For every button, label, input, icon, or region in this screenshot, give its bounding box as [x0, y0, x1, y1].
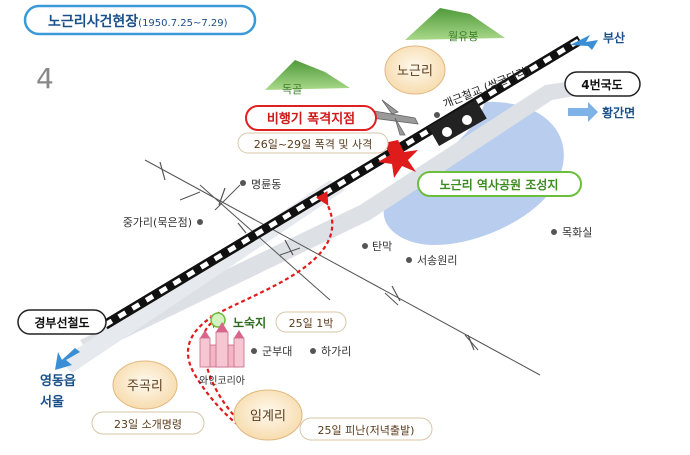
route-4-road — [80, 80, 580, 355]
label-imgyeri: 임계리 — [250, 409, 286, 424]
label-mokhwasil: 목화실 — [562, 226, 592, 239]
imgye-event-box — [299, 417, 433, 441]
camp-date-box — [275, 311, 347, 333]
mountain-right — [405, 8, 505, 40]
airstrike-box — [245, 105, 377, 131]
label-hwanggan: 황간면 — [602, 105, 635, 120]
label-airstrike-dates: 26일~29일 폭격 및 사격 — [254, 137, 373, 151]
castle-icon — [199, 322, 245, 368]
road-ticks — [159, 161, 475, 351]
twin-bridge — [428, 99, 487, 147]
park-box — [417, 171, 582, 197]
village-imgyeri — [233, 389, 303, 441]
village-nogeunri — [384, 45, 446, 95]
label-dokgol: 독골 — [282, 83, 302, 96]
arrow-busan-icon — [570, 35, 598, 50]
title-text: 노근리사건현장(1950.7.25~7.29) — [48, 13, 228, 30]
evacuation-route — [186, 190, 334, 431]
label-tanmak: 탄막 — [372, 240, 392, 253]
label-seoul: 서울 — [40, 394, 64, 410]
label-yeongdong: 영동읍 — [40, 373, 76, 389]
arrow-yeongdong-icon — [55, 348, 80, 370]
label-seoseungwonri: 서송원리 — [417, 254, 457, 267]
label-myeongnyun: 명륜동 — [251, 178, 281, 191]
explosion-icon — [378, 140, 418, 178]
gyeongbu-railway — [102, 35, 583, 330]
label-junggari: 중가리(묵은점) — [123, 216, 192, 229]
label-airstrike: 비행기 폭격지점 — [267, 111, 355, 127]
label-camp: 노숙지 — [233, 315, 266, 330]
gyeongbu-box — [17, 309, 107, 335]
place-dots — [197, 112, 557, 354]
label-gunbudae: 군부대 — [262, 345, 292, 358]
arrow-hwanggan-icon — [568, 102, 598, 122]
label-hagari: 하가리 — [321, 344, 351, 358]
label-winery: 와인코리아 — [199, 375, 245, 387]
label-route4: 4번국도 — [581, 77, 622, 92]
airstrike-dates-box — [237, 132, 389, 154]
label-camp-date: 25일 1박 — [289, 316, 334, 330]
route4-box — [564, 71, 641, 97]
label-jugok-event: 23일 소개명령 — [114, 417, 182, 431]
village-jugokri — [112, 360, 178, 410]
jugok-event-box — [91, 411, 205, 435]
title-box — [23, 4, 257, 36]
label-nogeunri: 노근리 — [397, 64, 433, 79]
mountain-left — [265, 60, 350, 90]
page-number: 4 — [36, 62, 54, 95]
label-jugokri: 주곡리 — [127, 379, 163, 394]
label-woryubong: 월유봉 — [448, 30, 478, 43]
label-busan: 부산 — [603, 30, 625, 45]
label-peace-park: 노근리 역사공원 조성지 — [440, 177, 559, 192]
label-gyeongbu: 경부선철도 — [34, 315, 89, 330]
label-imgye-event: 25일 피난(저녁출발) — [318, 423, 415, 437]
